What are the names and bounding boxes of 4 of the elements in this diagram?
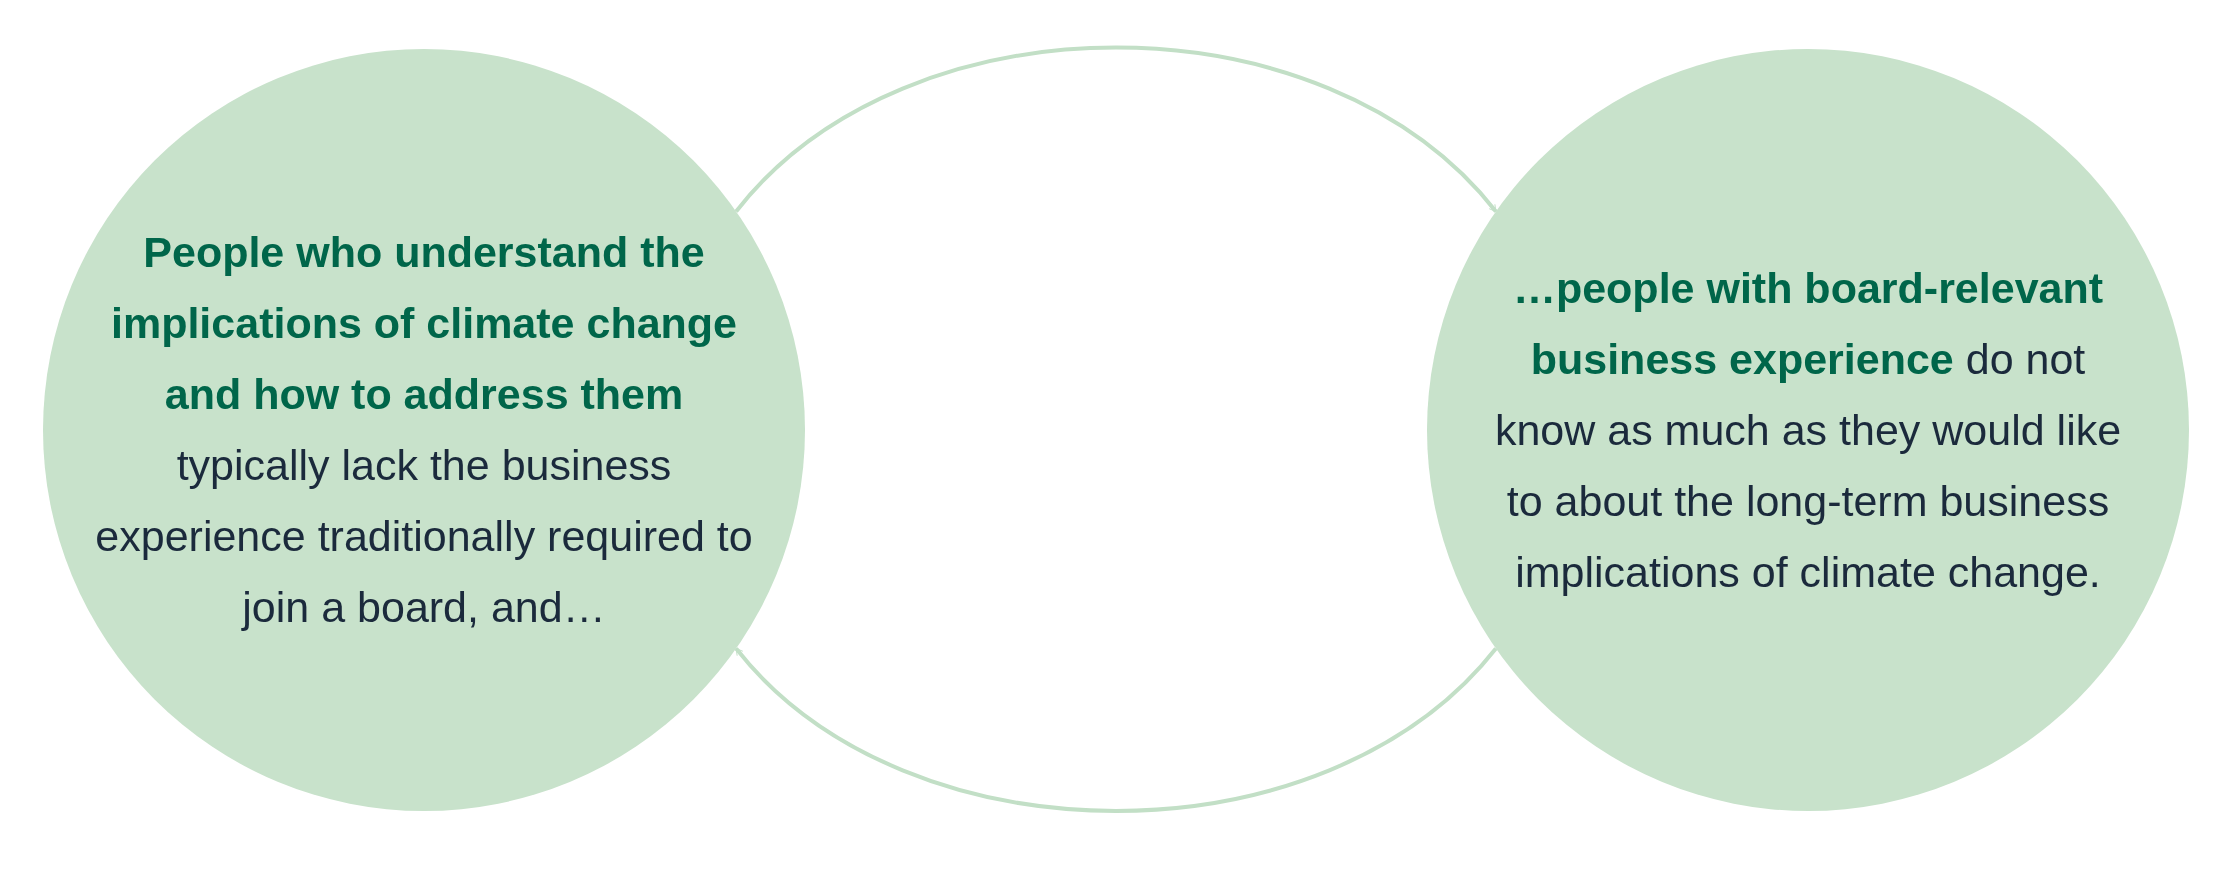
cycle-arrow <box>734 45 1498 213</box>
circle-text: …people with board-relevant business experience do not know as much as they would like to about the long-term business implications of climate change. <box>1493 262 2123 598</box>
cycle-arrow <box>734 647 1498 813</box>
circle-text: People who understand the implications of climate change and how to address them typically lack the business experience traditionally required to join a board, and… <box>94 227 754 633</box>
